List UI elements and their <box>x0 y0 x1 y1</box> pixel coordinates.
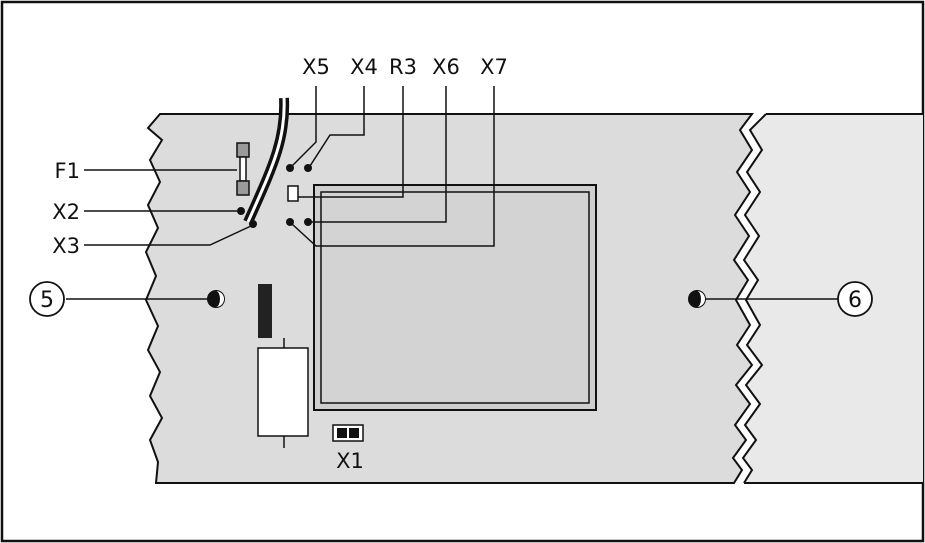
label-f1: F1 <box>55 159 80 183</box>
leader-r3 <box>298 86 404 198</box>
label-x5: X5 <box>302 55 330 79</box>
mounting-hole-right <box>688 290 706 308</box>
cable-stripe <box>246 97 286 223</box>
mounting-hole-left <box>207 290 225 308</box>
callout-label-6: 6 <box>848 288 862 313</box>
leader-lines <box>66 86 838 300</box>
label-x1: X1 <box>336 449 364 473</box>
leader-x4 <box>309 86 365 167</box>
fuse-cap-top <box>236 142 250 158</box>
leader-x7 <box>291 86 495 247</box>
fuse-body <box>239 156 247 182</box>
break-line-outer <box>741 113 767 484</box>
white-component <box>257 347 309 437</box>
jumper-x1-pin-right <box>349 428 359 438</box>
label-x6: X6 <box>432 55 460 79</box>
callout-label-5: 5 <box>40 288 54 313</box>
label-r3: R3 <box>389 55 417 79</box>
terminal-x6 <box>304 218 312 226</box>
fuse-cap-bottom <box>236 180 250 196</box>
label-x4: X4 <box>350 55 378 79</box>
display-panel-inner <box>320 191 590 404</box>
label-x2: X2 <box>52 200 80 224</box>
callout-circle-5 <box>29 281 65 317</box>
callout-circle-6 <box>837 281 873 317</box>
leader-x6 <box>310 86 447 223</box>
jumper-x1-pin-left <box>337 428 347 438</box>
leader-x3 <box>84 225 252 246</box>
leader-x5 <box>291 86 317 167</box>
label-x3: X3 <box>52 234 80 258</box>
terminal-x2 <box>237 207 245 215</box>
dark-component <box>258 284 272 338</box>
label-x7: X7 <box>480 55 508 79</box>
resistor-r3 <box>287 185 299 202</box>
